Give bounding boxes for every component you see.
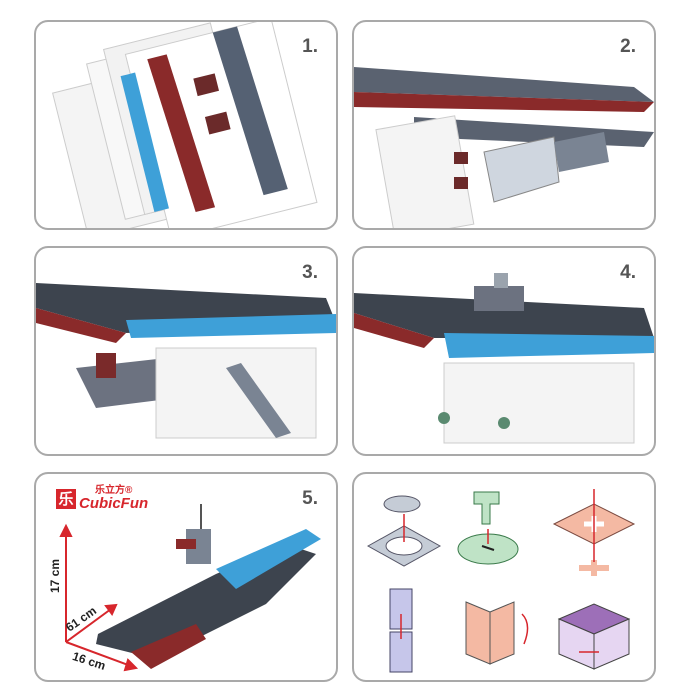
dimension-arrows — [59, 523, 139, 672]
tab-into-slot-diagram — [457, 491, 519, 565]
logo-english-name: CubicFun — [79, 495, 149, 512]
step-5-panel: 乐 乐立方® CubicFun 17 cm 61 cm 16 cm 5. — [34, 472, 338, 682]
fold-corner-diagram — [465, 601, 529, 665]
cross-into-socket-diagram — [552, 489, 636, 576]
step-2-panel: 2. — [352, 20, 656, 230]
island-and-aircraft-image — [354, 273, 654, 444]
hull-assembly-image — [354, 67, 654, 228]
step-number: 4. — [620, 262, 636, 283]
box-join-diagram — [557, 603, 631, 670]
step-number: 1. — [302, 36, 318, 57]
cubicfun-logo: 乐 乐立方® CubicFun — [56, 486, 148, 511]
step-number: 3. — [302, 262, 318, 283]
step-number: 2. — [620, 36, 636, 57]
puzzle-sheets-image — [52, 22, 318, 228]
logo-mark: 乐 — [56, 488, 76, 509]
disc-into-ring-diagram — [366, 495, 442, 567]
step-4-panel: 4. — [352, 246, 656, 456]
height-dimension: 17 cm — [48, 558, 63, 594]
step-number: 5. — [302, 488, 318, 509]
assembly-tips-panel — [352, 472, 656, 682]
assembly-diagrams — [366, 489, 636, 673]
interlock-slots-diagram — [389, 588, 413, 673]
finished-carrier-image — [59, 504, 321, 672]
logo-chinese-name: 乐立方® — [95, 485, 133, 496]
step-3-panel: 3. — [34, 246, 338, 456]
step-1-panel: 1. — [34, 20, 338, 230]
deck-assembly-image — [36, 283, 336, 439]
